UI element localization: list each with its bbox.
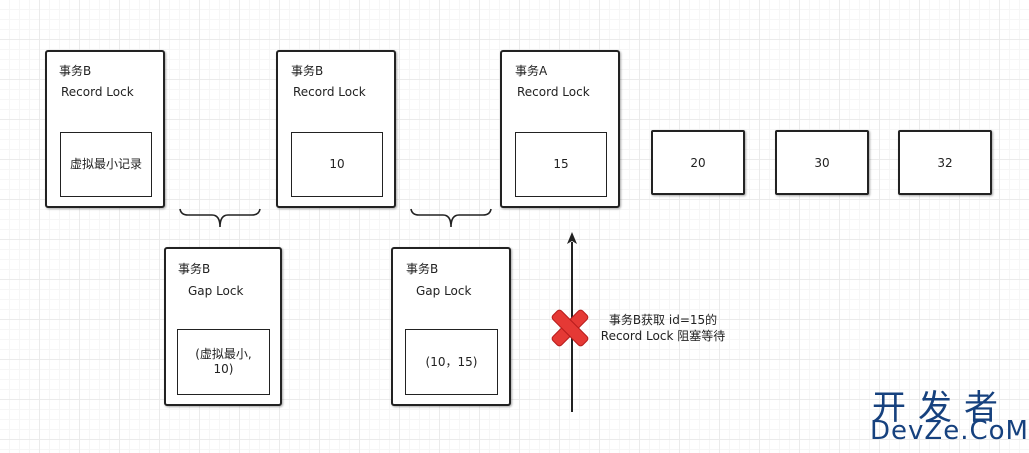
note-line-2: Record Lock 阻塞等待 — [600, 329, 726, 343]
record-value-box: 虚拟最小记录 — [60, 132, 152, 197]
record-value: 32 — [937, 155, 953, 170]
record-lock-box-3: 事务A Record Lock 15 — [500, 50, 620, 208]
watermark-logo-en: DevZe.CoM — [870, 416, 1029, 446]
transaction-label: 事务A — [515, 64, 548, 78]
record-value: 30 — [814, 155, 830, 170]
brace-right — [410, 208, 492, 228]
record-value: 虚拟最小记录 — [69, 157, 142, 171]
record-lock-box-2: 事务B Record Lock 10 — [276, 50, 396, 208]
lock-type-label: Gap Lock — [416, 284, 472, 298]
transaction-label: 事务B — [178, 262, 211, 276]
lock-type-label: Record Lock — [61, 85, 134, 99]
note-line-1: 事务B获取 id=15的 — [608, 313, 718, 327]
transaction-label: 事务B — [406, 262, 439, 276]
lock-type-label: Record Lock — [517, 85, 590, 99]
blocked-x-icon — [551, 309, 589, 347]
record-value: 20 — [690, 155, 706, 170]
transaction-label: 事务B — [291, 64, 324, 78]
brace-left — [179, 208, 261, 228]
gap-lock-box-2: 事务B Gap Lock (10，15) — [391, 247, 511, 406]
record-value-box: 15 — [515, 132, 607, 197]
gap-value: (10，15) — [425, 354, 478, 369]
gap-value-box: (10，15) — [405, 329, 498, 395]
record-value: 10 — [329, 157, 345, 171]
gap-value-box: (虚拟最小, 10) — [177, 329, 270, 395]
record-box-32: 32 — [898, 130, 992, 195]
record-box-20: 20 — [651, 130, 745, 195]
gap-value: (虚拟最小, 10) — [195, 347, 252, 376]
record-lock-box-1: 事务B Record Lock 虚拟最小记录 — [45, 50, 165, 208]
record-value-box: 10 — [291, 132, 383, 197]
record-value: 15 — [553, 157, 569, 171]
record-box-30: 30 — [775, 130, 869, 195]
blocked-note: 事务B获取 id=15的 Record Lock 阻塞等待 — [598, 312, 728, 344]
lock-type-label: Gap Lock — [188, 284, 244, 298]
gap-lock-box-1: 事务B Gap Lock (虚拟最小, 10) — [164, 247, 282, 406]
lock-type-label: Record Lock — [293, 85, 366, 99]
watermark-logo-cn: 开发者 — [872, 388, 1010, 428]
transaction-label: 事务B — [59, 64, 92, 78]
